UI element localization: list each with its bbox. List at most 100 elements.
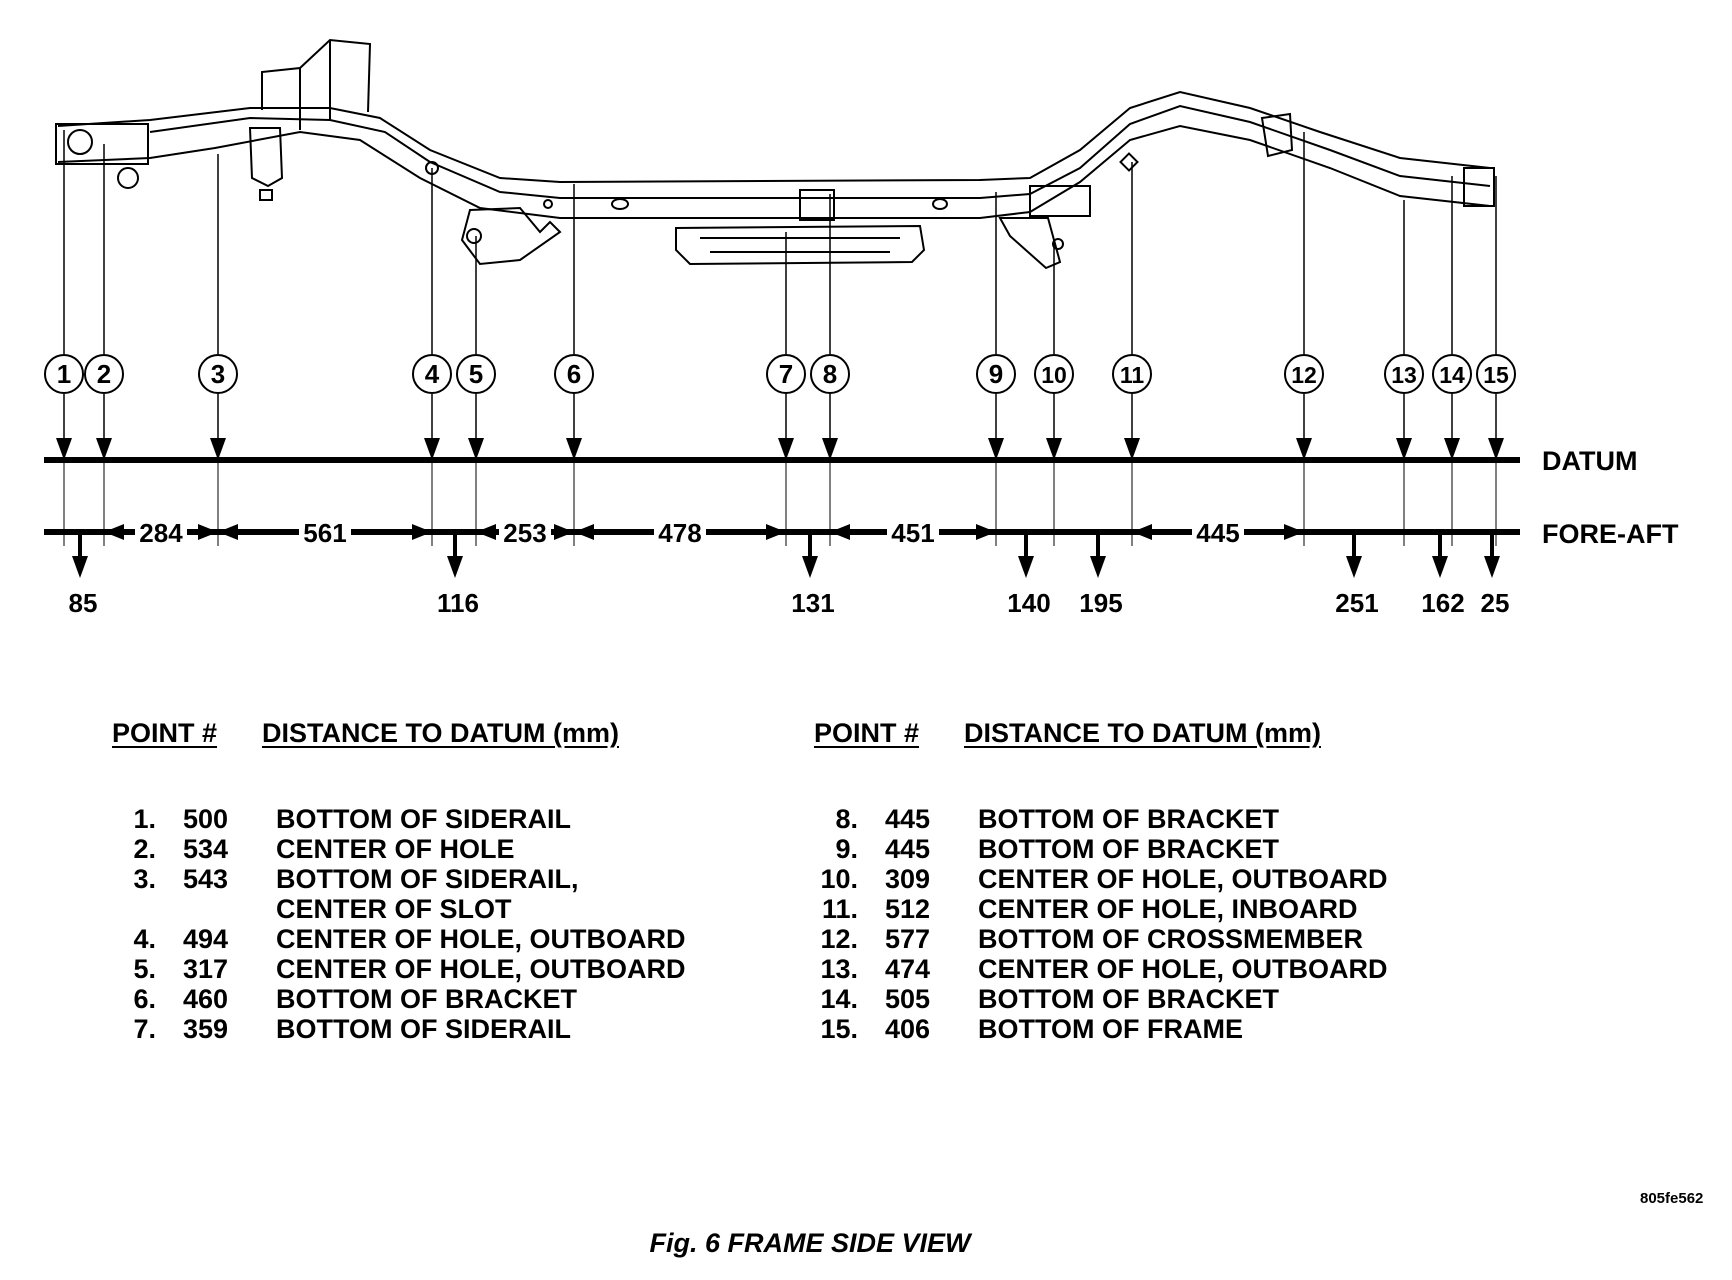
spacing-arrow-right-3: [766, 524, 786, 540]
point-description: BOTTOM OF SIDERAIL: [276, 1014, 571, 1044]
vertical-label-6: 162: [1421, 588, 1464, 618]
header-point: POINT #: [814, 718, 920, 748]
point-number: 8.: [835, 804, 858, 834]
figure-caption: Fig. 6 FRAME SIDE VIEW: [649, 1228, 971, 1258]
distance-value: 512: [884, 894, 930, 924]
datum-arrow-4: [424, 438, 440, 460]
vertical-arrow-1: [447, 556, 463, 578]
point-label-12: 12: [1291, 362, 1317, 388]
slot-center: [932, 198, 948, 210]
datum-arrow-2: [96, 438, 112, 460]
center-bracket: [799, 189, 835, 221]
point-number: 14.: [820, 984, 858, 1014]
spacing-arrow-left-1: [218, 524, 238, 540]
distance-value: 577: [884, 924, 930, 954]
point-description: CENTER OF HOLE, OUTBOARD: [978, 864, 1388, 894]
rear-end-plate: [1463, 167, 1495, 207]
rear-box: [1029, 185, 1091, 217]
point-label-9: 9: [989, 359, 1003, 389]
vertical-label-7: 25: [1481, 588, 1510, 618]
datum-arrow-6: [566, 438, 582, 460]
spacing-arrow-left-5: [1132, 524, 1152, 540]
rear-hole-11: [1119, 152, 1139, 172]
point-description: CENTER OF HOLE, OUTBOARD: [978, 954, 1388, 984]
vertical-arrow-5: [1346, 556, 1362, 578]
distance-value: 460: [182, 984, 228, 1014]
point-number: 15.: [820, 1014, 858, 1044]
distance-value: 445: [884, 834, 930, 864]
point-description: BOTTOM OF BRACKET: [276, 984, 577, 1014]
point-description: BOTTOM OF BRACKET: [978, 984, 1279, 1014]
datum-arrow-15: [1488, 438, 1504, 460]
point-marker-2: [84, 354, 124, 394]
point-marker-7: [766, 354, 806, 394]
front-shock-tower: [261, 38, 372, 130]
spacing-bg-0: [135, 516, 187, 548]
frame-rail-inner: [149, 104, 1491, 199]
datum-arrow-7: [778, 438, 794, 460]
point-number: 4.: [133, 924, 156, 954]
spacing-bg-2: [499, 516, 551, 548]
distance-value: 406: [884, 1014, 930, 1044]
point-number: 7.: [133, 1014, 156, 1044]
front-crossmember: [55, 123, 149, 165]
point-marker-12: [1284, 354, 1324, 394]
spacing-arrow-left-0: [104, 524, 124, 540]
point-label-5: 5: [469, 359, 483, 389]
point-marker-6: [554, 354, 594, 394]
distance-value: 543: [182, 864, 228, 894]
vertical-label-0: 85: [69, 588, 98, 618]
point-marker-3: [198, 354, 238, 394]
bracket-hole-5: [466, 228, 482, 244]
point-description: CENTER OF HOLE, OUTBOARD: [276, 954, 686, 984]
spacing-label-5: 445: [1196, 518, 1239, 548]
motor-bracket-left: [460, 206, 562, 266]
front-mount-hole: [67, 129, 93, 155]
point-marker-1: [44, 354, 84, 394]
point-label-10: 10: [1041, 362, 1067, 388]
point-description: CENTER OF SLOT: [276, 894, 512, 924]
point-description: CENTER OF HOLE: [276, 834, 515, 864]
header-distance: DISTANCE TO DATUM (mm): [262, 718, 619, 748]
spacing-arrow-right-1: [412, 524, 432, 540]
center-crossmember: [675, 224, 926, 266]
point-number: 2.: [133, 834, 156, 864]
header-distance: DISTANCE TO DATUM (mm): [964, 718, 1321, 748]
vertical-label-3: 140: [1007, 588, 1050, 618]
point-label-7: 7: [779, 359, 793, 389]
point-description: BOTTOM OF CROSSMEMBER: [978, 924, 1364, 954]
vertical-arrow-4: [1090, 556, 1106, 578]
distance-value: 359: [182, 1014, 228, 1044]
vertical-label-2: 131: [791, 588, 834, 618]
reference-leaders: [56, 130, 1504, 546]
distance-value: 474: [884, 954, 930, 984]
front-bushing: [117, 167, 139, 189]
rear-crossmember-bracket: [998, 217, 1062, 270]
datum-arrow-3: [210, 438, 226, 460]
datum-arrow-14: [1444, 438, 1460, 460]
point-label-8: 8: [823, 359, 837, 389]
point-label-11: 11: [1120, 362, 1145, 388]
point-label-2: 2: [97, 359, 111, 389]
point-description: CENTER OF HOLE, OUTBOARD: [276, 924, 686, 954]
distance-value: 500: [182, 804, 228, 834]
spacing-arrow-left-2: [476, 524, 496, 540]
slot-6: [611, 198, 629, 210]
point-label-14: 14: [1439, 362, 1465, 388]
datum-arrow-12: [1296, 438, 1312, 460]
point-number: 12.: [820, 924, 858, 954]
rear-hole-10: [1052, 238, 1064, 250]
vertical-label-4: 195: [1079, 588, 1122, 618]
header-point: POINT #: [112, 718, 218, 748]
slot-hole-6: [543, 199, 553, 209]
spacing-arrow-right-0: [198, 524, 218, 540]
spacing-bg-4: [887, 516, 939, 548]
point-label-1: 1: [57, 359, 71, 389]
point-description: BOTTOM OF SIDERAIL,: [276, 864, 579, 894]
point-label-6: 6: [567, 359, 581, 389]
point-number: 11.: [821, 894, 858, 924]
